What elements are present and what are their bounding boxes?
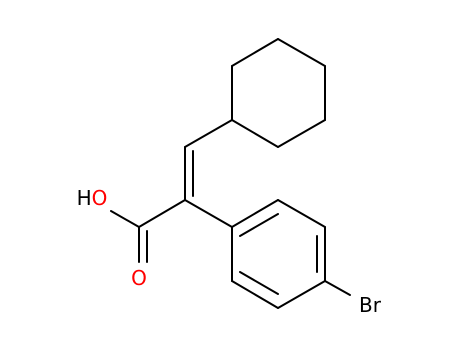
bond-c-br — [324, 280, 351, 296]
hydroxyl-label: HO — [77, 186, 108, 210]
cyclohexane-ring — [231, 38, 326, 148]
alkene-double-bond — [184, 146, 194, 201]
bond-alpha-phenyl — [184, 199, 233, 228]
bond-ring-c1-c2 — [231, 38, 279, 67]
bond-vinyl-ring — [184, 119, 233, 148]
bond-c-oh — [110, 210, 140, 228]
carbonyl-oxygen-label: O — [131, 266, 147, 290]
bond-ring-c5-c6 — [231, 119, 279, 148]
bond-ring-c2-c3 — [277, 38, 326, 67]
bond-ring-c4-c5 — [277, 119, 326, 148]
bond-alpha-carboxyl — [138, 199, 186, 228]
benzene-ring — [231, 199, 326, 309]
bromine-label: Br — [359, 293, 382, 317]
hydroxyl-h: H — [77, 186, 92, 210]
carbonyl-double-bond — [138, 226, 148, 263]
hydroxyl-o: O — [92, 186, 108, 210]
